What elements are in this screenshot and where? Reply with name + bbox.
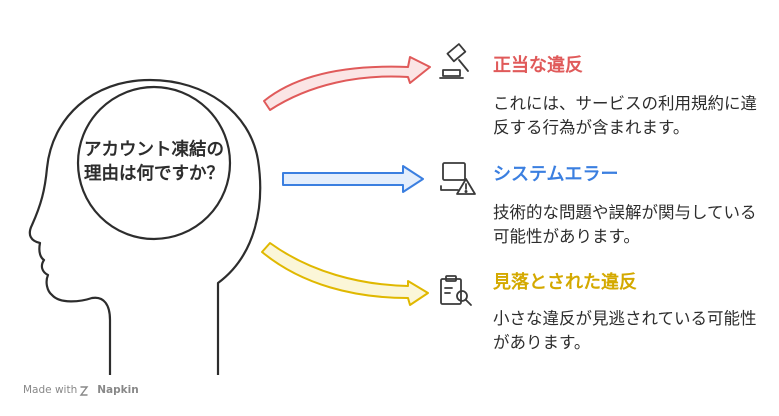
branch-title-overlooked-violation: 見落とされた違反: [493, 272, 637, 293]
laptop-warning-icon: [440, 162, 476, 195]
branch-desc-legitimate-violation: これには、サービスの利用規約に違反する行為が含まれます。: [493, 94, 757, 137]
center-question: アカウント凍結の理由は何ですか？: [84, 140, 224, 184]
footer-prefix: Made with: [23, 384, 78, 396]
arrow-blue: [282, 165, 424, 193]
gavel-icon: [439, 43, 469, 79]
clipboard-search-icon: [440, 275, 472, 306]
footer-attribution: Made with Napkin: [23, 384, 139, 396]
branch-title-legitimate-violation: 正当な違反: [493, 55, 583, 76]
arrow-red: [263, 56, 431, 111]
footer-brand: Napkin: [97, 384, 139, 396]
center-circle: [76, 85, 232, 241]
arrow-yellow: [261, 242, 429, 306]
napkin-logo-icon: [79, 386, 89, 396]
head-silhouette: [28, 78, 262, 375]
branch-title-system-error: システムエラー: [493, 164, 619, 185]
branch-desc-overlooked-violation: 小さな違反が見逃されている可能性があります。: [493, 309, 757, 352]
branch-desc-system-error: 技術的な問題や誤解が関与している可能性があります。: [493, 203, 757, 246]
